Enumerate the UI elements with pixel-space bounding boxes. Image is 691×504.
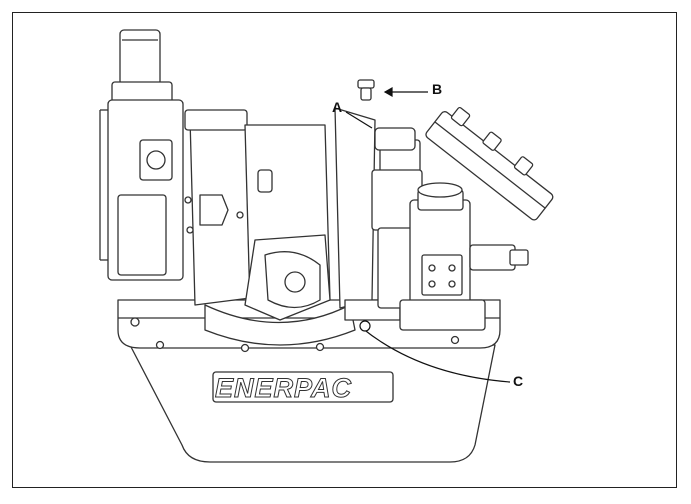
center-cover — [334, 107, 376, 309]
brand-plate — [212, 371, 394, 403]
breather-plug — [357, 79, 375, 101]
gauge-manifold — [425, 111, 554, 221]
leader-a — [345, 111, 373, 129]
callout-c-label: C — [513, 373, 524, 389]
callout-a-label: A — [332, 99, 343, 115]
filter-cap — [119, 29, 161, 86]
leader-c — [361, 327, 511, 383]
callout-b-label: B — [432, 81, 443, 97]
brand-logo-text: ENERPAC — [215, 373, 353, 404]
